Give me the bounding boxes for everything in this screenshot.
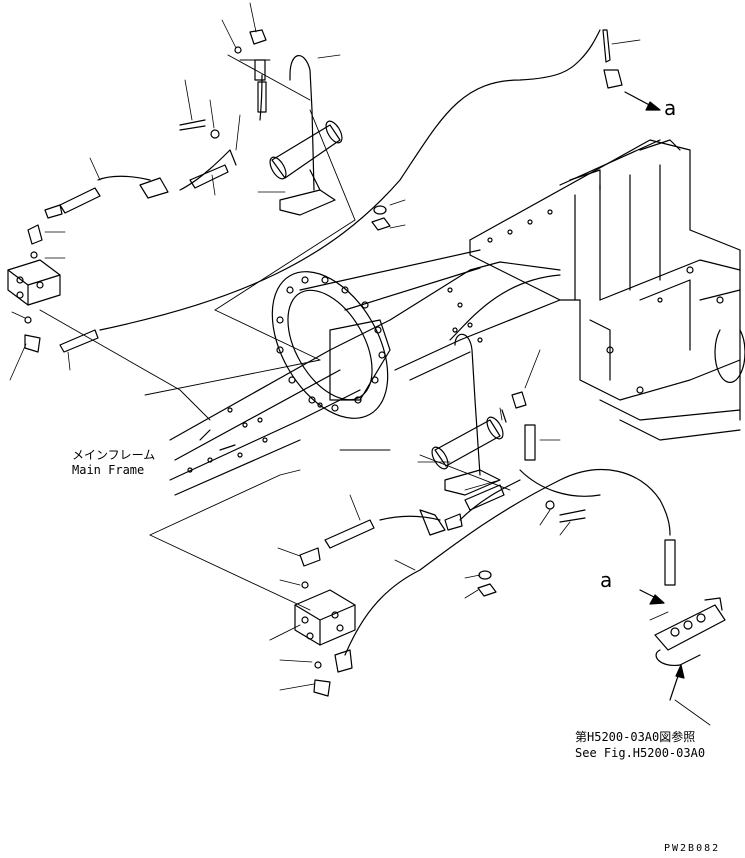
see-fig-label-en: See Fig.H5200-03A0 bbox=[575, 746, 706, 760]
arrow-label-a-top: a bbox=[664, 96, 677, 120]
main-frame-label-jp: メインフレーム bbox=[72, 448, 156, 462]
guide-lines bbox=[40, 55, 510, 640]
drawing-code: PW2B082 bbox=[664, 843, 721, 854]
upper-components bbox=[8, 30, 660, 352]
main-frame-label-en: Main Frame bbox=[72, 463, 145, 477]
arrow-label-a-bottom: a bbox=[600, 568, 613, 592]
axle-housing bbox=[170, 250, 560, 495]
leader-lines bbox=[10, 3, 710, 725]
see-fig-label-jp: 第H5200-03A0図参照 bbox=[575, 730, 696, 744]
lower-components bbox=[295, 334, 725, 700]
hose-lines bbox=[98, 30, 670, 655]
main-frame bbox=[470, 140, 745, 440]
